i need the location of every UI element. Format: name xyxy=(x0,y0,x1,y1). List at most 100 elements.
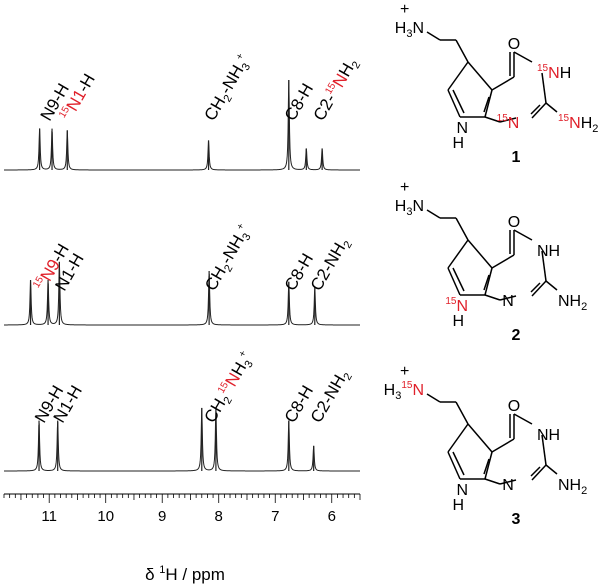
carbonyl-oxygen-label: O xyxy=(508,214,520,231)
charge-plus: + xyxy=(400,1,409,18)
bond xyxy=(541,434,547,466)
compound-number: 3 xyxy=(512,511,521,528)
bond xyxy=(484,267,493,296)
bond xyxy=(484,478,501,485)
tick-label: 10 xyxy=(97,508,114,525)
bond xyxy=(426,393,441,403)
n1-label: N xyxy=(502,293,514,310)
tick-label: 11 xyxy=(41,508,57,525)
bond xyxy=(452,451,465,476)
amine-nitrogen-label: H3N xyxy=(395,198,424,218)
charge-plus: + xyxy=(400,363,409,380)
peak-label: CH2-NH3+ xyxy=(201,221,257,295)
bond xyxy=(530,282,541,293)
bond xyxy=(531,102,547,119)
bond xyxy=(545,464,558,475)
bond xyxy=(447,267,461,296)
n9-hydrogen-label: H xyxy=(452,313,464,330)
n3-label: 15NH xyxy=(537,63,571,82)
carbonyl-oxygen-label: O xyxy=(508,398,520,415)
bond xyxy=(484,116,501,123)
n3-label: NH xyxy=(537,427,560,444)
bond xyxy=(541,72,547,104)
x-axis: 11 10 9 8 7 6 δ 1H / ppm xyxy=(3,493,361,584)
tick-label: 8 xyxy=(215,508,223,525)
bond xyxy=(545,102,558,113)
compound-2-structure: H3N + O NH N NH2 15NH 2 xyxy=(395,179,587,344)
spectrum-trace xyxy=(4,407,360,472)
bond xyxy=(483,274,490,291)
bond xyxy=(484,451,493,480)
bond xyxy=(513,229,533,241)
bond xyxy=(491,438,515,453)
x-axis-label: δ 1H / ppm xyxy=(145,564,225,584)
compound-number: 2 xyxy=(512,327,521,344)
bond xyxy=(513,413,533,425)
peak-label: CH2-NH3+ xyxy=(201,51,257,125)
bond xyxy=(513,51,533,63)
spectrum-trace xyxy=(4,261,360,326)
bond xyxy=(455,401,469,425)
compound-number: 1 xyxy=(512,149,521,166)
n9-nitrogen-label: N xyxy=(456,120,468,137)
n9-nitrogen-label: 15N xyxy=(445,296,468,315)
tick-label: 9 xyxy=(158,508,166,525)
c2-amine-label: NH2 xyxy=(558,477,587,497)
tick-label: 6 xyxy=(328,508,336,525)
amine-nitrogen-label: H315N xyxy=(384,380,424,402)
bond xyxy=(455,39,469,63)
charge-plus: + xyxy=(400,179,409,196)
bond xyxy=(467,239,493,269)
bond xyxy=(447,89,461,118)
bond xyxy=(447,451,461,480)
bond xyxy=(499,479,517,485)
bond xyxy=(452,267,465,292)
peak-label: C2-15NH2 xyxy=(310,55,364,126)
bond xyxy=(499,295,517,301)
n9-hydrogen-label: H xyxy=(452,497,464,514)
bond xyxy=(531,280,547,297)
n9-nitrogen-label: N xyxy=(456,482,468,499)
amine-nitrogen-label: H3N xyxy=(395,20,424,40)
compound-1-structure: H3N + O 15NH 15N 15NH2 NH 1 xyxy=(395,1,599,166)
bond xyxy=(541,250,547,282)
n9-hydrogen-label: H xyxy=(452,135,464,152)
n1-label: 15N xyxy=(497,113,520,132)
carbonyl-oxygen-label: O xyxy=(508,36,520,53)
bond xyxy=(467,423,493,453)
bond xyxy=(447,239,469,269)
peak-label: CH215NH3+ xyxy=(201,349,259,428)
bond xyxy=(530,104,541,115)
n3-label: NH xyxy=(537,243,560,260)
bond xyxy=(530,466,541,477)
tick-label: 7 xyxy=(271,508,279,525)
bond xyxy=(447,61,469,91)
bond xyxy=(499,117,517,123)
peak-label: C8-H xyxy=(281,80,317,124)
bond xyxy=(484,89,493,118)
spectra-group: N9-H15N1-HCH2-NH3+C8-HC2-15NH215N9-HN1-H… xyxy=(4,51,364,472)
n1-label: N xyxy=(502,477,514,494)
bond xyxy=(491,254,515,269)
bond xyxy=(531,464,547,481)
bond xyxy=(491,76,515,91)
bond xyxy=(483,96,490,113)
c2-amine-label: NH2 xyxy=(558,293,587,313)
bond xyxy=(484,294,501,301)
bond xyxy=(545,280,558,291)
bond xyxy=(455,217,469,241)
bond xyxy=(426,31,441,41)
bond xyxy=(447,423,469,453)
c2-amine-label: 15NH2 xyxy=(558,113,598,135)
bond xyxy=(467,61,493,91)
bond xyxy=(452,89,465,114)
bond xyxy=(483,458,490,475)
spectrum-trace xyxy=(4,79,360,171)
bond xyxy=(426,209,441,219)
